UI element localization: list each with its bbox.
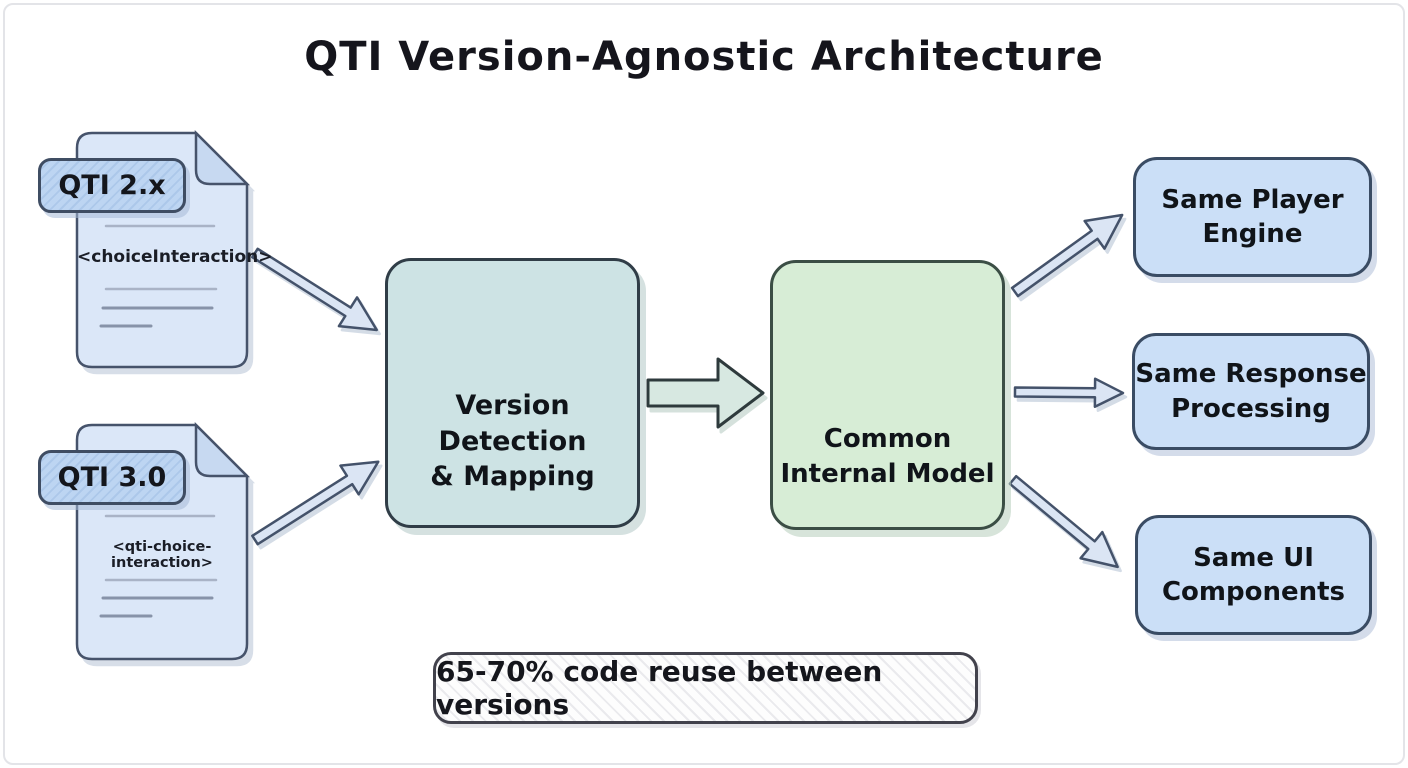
- qti3-tag: <qti-choice-interaction>: [111, 539, 213, 571]
- common-model-box: Common Internal Model: [770, 260, 1005, 530]
- output-box-ui: Same UI Components: [1135, 515, 1372, 635]
- output-label-ui: Same UI Components: [1161, 542, 1346, 607]
- folded-corner-icon: [194, 129, 251, 186]
- qti2-badge-label: QTI 2.x: [58, 170, 166, 201]
- arrow-model-to-player: [1010, 213, 1124, 298]
- arrow-model-to-response: [1013, 377, 1125, 408]
- qti2-tag: <choiceInteraction>: [77, 247, 273, 267]
- folded-corner-icon: [194, 421, 251, 478]
- arrow-model-to-ui: [1008, 474, 1119, 569]
- output-label-player: Same Player Engine: [1161, 184, 1344, 249]
- arrow-qti2-to-detection: [251, 247, 378, 332]
- output-box-response: Same Response Processing: [1132, 333, 1370, 450]
- output-box-player: Same Player Engine: [1133, 157, 1372, 277]
- diagram-title: QTI Version-Agnostic Architecture: [304, 34, 1104, 80]
- code-reuse-banner: 65-70% code reuse between versions: [433, 652, 978, 724]
- common-model-label: Common Internal Model: [780, 424, 995, 489]
- arrow-detection-to-model: [646, 357, 765, 429]
- code-reuse-text: 65-70% code reuse between versions: [436, 655, 883, 721]
- qti3-badge-label: QTI 3.0: [57, 462, 167, 493]
- qti2-badge: QTI 2.x: [38, 158, 186, 213]
- version-detection-label: Version Detection & Mapping: [430, 390, 595, 493]
- output-label-response: Same Response Processing: [1135, 359, 1367, 424]
- qti3-badge: QTI 3.0: [38, 450, 186, 505]
- version-detection-box: Version Detection & Mapping: [385, 258, 640, 528]
- arrow-qti3-to-detection: [251, 460, 380, 546]
